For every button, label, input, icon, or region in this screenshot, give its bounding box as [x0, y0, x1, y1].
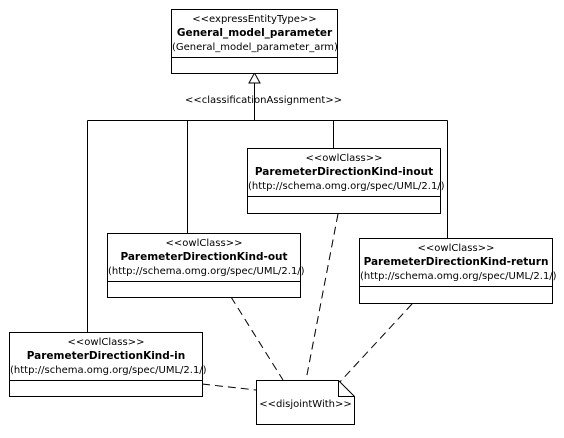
classification-assignment-label: <<classificationAssignment>>: [185, 95, 343, 106]
class-paremeter-direction-kind-return[interactable]: <<owlClass>> ParemeterDirectionKind-retu…: [359, 238, 557, 304]
note-anchor-inout: [305, 213, 339, 381]
class-header: <<expressEntityType>> General_model_para…: [172, 10, 338, 57]
class-namespace: (http://schema.omg.org/spec/UML/2.1/): [360, 271, 557, 282]
class-paremeter-direction-kind-out[interactable]: <<owlClass>> ParemeterDirectionKind-out …: [107, 233, 305, 298]
stereotype-label: <<owlClass>>: [417, 243, 495, 254]
attribute-compartment: [172, 57, 337, 65]
class-namespace: (http://schema.omg.org/spec/UML/2.1/): [108, 266, 305, 277]
class-namespace: (http://schema.omg.org/spec/UML/2.1/): [248, 181, 445, 192]
class-name: General_model_parameter: [176, 27, 333, 39]
class-name: ParemeterDirectionKind-out: [120, 251, 288, 263]
stereotype-label: <<expressEntityType>>: [192, 14, 317, 25]
attribute-compartment: [248, 196, 440, 204]
generalization-arrowhead: [248, 71, 261, 84]
class-name: ParemeterDirectionKind-return: [363, 256, 549, 268]
attribute-compartment: [360, 286, 552, 294]
stereotype-label: <<owlClass>>: [67, 337, 145, 348]
class-paremeter-direction-kind-in[interactable]: <<owlClass>> ParemeterDirectionKind-in (…: [9, 332, 207, 397]
note-anchor-in: [201, 383, 257, 391]
stereotype-label: <<owlClass>>: [165, 238, 243, 249]
note-anchor-out: [230, 296, 284, 381]
class-header: <<owlClass>> ParemeterDirectionKind-retu…: [360, 239, 557, 286]
class-header: <<owlClass>> ParemeterDirectionKind-out …: [108, 234, 305, 281]
class-name: ParemeterDirectionKind-inout: [254, 166, 434, 178]
class-header: <<owlClass>> ParemeterDirectionKind-inou…: [248, 149, 445, 196]
class-general-model-parameter[interactable]: <<expressEntityType>> General_model_para…: [171, 9, 338, 74]
attribute-compartment: [10, 380, 202, 388]
class-namespace: (http://schema.omg.org/spec/UML/2.1/): [10, 365, 207, 376]
class-name: ParemeterDirectionKind-in: [26, 350, 186, 362]
class-namespace: (General_model_parameter_arm): [172, 42, 338, 53]
note-label: <<disjointWith>>: [259, 399, 352, 410]
stereotype-label: <<owlClass>>: [305, 153, 383, 164]
note-anchor-return: [337, 303, 413, 385]
attribute-compartment: [108, 281, 300, 289]
class-paremeter-direction-kind-inout[interactable]: <<owlClass>> ParemeterDirectionKind-inou…: [247, 148, 445, 214]
class-header: <<owlClass>> ParemeterDirectionKind-in (…: [10, 333, 207, 380]
note-shape: [256, 380, 355, 425]
disjoint-with-note[interactable]: <<disjointWith>>: [256, 380, 355, 425]
